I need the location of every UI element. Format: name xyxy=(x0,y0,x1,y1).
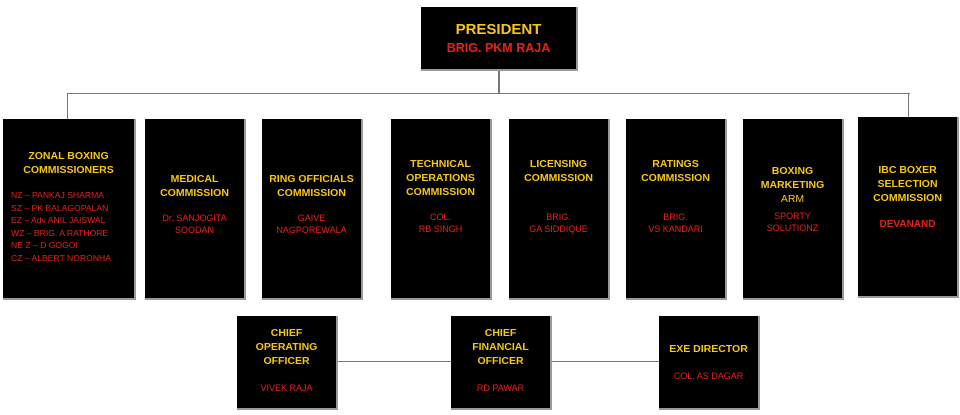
officer-title: OPERATING xyxy=(255,341,318,353)
officer-chief-financial[interactable]: CHIEF FINANCIAL OFFICER RD PAWAR xyxy=(451,316,552,410)
commission-head: SOLUTIONZ xyxy=(766,223,819,233)
bus-drop-left xyxy=(67,93,68,119)
commission-title: MARKETING xyxy=(760,179,825,191)
officer-name: COL. AS DAGAR xyxy=(673,371,744,381)
commission-head: BRIG. xyxy=(546,212,571,222)
commission-title: TECHNICAL xyxy=(410,158,471,170)
officer-title: OFFICER xyxy=(477,355,524,367)
commission-ibc-boxer-selection[interactable]: IBC BOXER SELECTION COMMISSION DEVANAND xyxy=(858,117,959,298)
officer-title: OFFICER xyxy=(263,355,310,367)
commission-title: COMMISSION xyxy=(160,187,229,199)
officer-exe-director[interactable]: EXE DIRECTOR COL. AS DAGAR xyxy=(659,316,760,410)
president-connector xyxy=(498,71,500,93)
commission-title: RATINGS xyxy=(652,158,699,170)
zonal-commissioner: WZ – BRIG. A RATHORE xyxy=(11,227,109,238)
commission-head: NAGPOREWALA xyxy=(276,225,347,235)
officer-name: VIVEK RAJA xyxy=(260,383,313,393)
zonal-commissioner: NZ – PANKAJ SHARMA xyxy=(11,190,104,200)
commission-title: LICENSING xyxy=(529,158,588,170)
zonal-commissioner: NE Z – D GOGOI xyxy=(11,240,78,250)
commission-title: COMMISSION xyxy=(406,186,475,198)
commission-ring-officials[interactable]: RING OFFICIALS COMMISSION GAIVE NAGPOREW… xyxy=(262,119,363,300)
commission-head: SPORTY xyxy=(774,211,811,221)
officer-title: CHIEF xyxy=(270,327,303,339)
commission-title: SELECTION xyxy=(877,178,938,190)
commission-ratings[interactable]: RATINGS COMMISSION BRIG. VS KANDARI xyxy=(626,119,727,300)
commission-licensing[interactable]: LICENSING COMMISSION BRIG. GA SIDDIQUE xyxy=(509,119,610,300)
commission-technical-operations[interactable]: TECHNICAL OPERATIONS COMMISSION COL. RB … xyxy=(391,119,492,300)
officer-chief-operating[interactable]: CHIEF OPERATING OFFICER VIVEK RAJA xyxy=(237,316,338,410)
officer-title: FINANCIAL xyxy=(472,341,529,353)
commission-head: RB SINGH xyxy=(418,224,463,234)
commission-medical[interactable]: MEDICAL COMMISSION Dr. SANJOGITA SOODAN xyxy=(145,119,246,300)
zonal-commissioners-list: NZ – PANKAJ SHARMA SZ – PK BALAGOPALAN E… xyxy=(7,189,111,264)
officer-title: EXE DIRECTOR xyxy=(669,343,748,355)
commission-head: GA SIDDIQUE xyxy=(529,224,588,234)
commission-title: RING OFFICIALS xyxy=(269,173,354,185)
commission-title: COMMISSION xyxy=(524,172,593,184)
zonal-commissioner: SZ – PK BALAGOPALAN xyxy=(11,202,109,213)
commission-head: BRIG. xyxy=(663,212,688,222)
commission-title: ZONAL BOXING xyxy=(28,150,109,162)
commission-head: DEVANAND xyxy=(879,219,936,230)
zonal-commissioner: EZ – Adv ANIL JAISWAL xyxy=(11,215,106,225)
officer-name: RD PAWAR xyxy=(476,383,525,393)
president-name: BRIG. PKM RAJA xyxy=(446,41,551,55)
bus-drop-right xyxy=(908,93,909,117)
commission-title: OPERATIONS xyxy=(406,172,475,184)
commission-head: VS KANDARI xyxy=(648,224,703,234)
commission-subtitle: ARM xyxy=(780,193,805,205)
commission-zonal-boxing[interactable]: ZONAL BOXING COMMISSIONERS NZ – PANKAJ S… xyxy=(3,119,136,300)
commission-title: COMMISSION xyxy=(277,187,346,199)
commission-head: SOODAN xyxy=(174,225,214,235)
commission-title: COMMISSION xyxy=(873,192,942,204)
commission-boxing-marketing[interactable]: BOXING MARKETING ARM SPORTY SOLUTIONZ xyxy=(743,119,844,300)
commission-title: MEDICAL xyxy=(170,173,219,185)
commission-title: COMMISSIONERS xyxy=(23,164,114,176)
commission-head: GAIVE xyxy=(297,213,326,223)
president-title: PRESIDENT xyxy=(455,21,542,38)
zonal-commissioner: CZ – ALBERT NORONHA xyxy=(11,252,111,263)
commission-title: COMMISSION xyxy=(641,172,710,184)
commission-head: Dr. SANJOGITA xyxy=(162,213,227,223)
commission-head: COL. xyxy=(429,212,451,222)
officer-title: CHIEF xyxy=(484,327,517,339)
president-box[interactable]: PRESIDENT BRIG. PKM RAJA xyxy=(421,7,578,71)
commission-title: BOXING xyxy=(771,165,814,177)
commission-title: IBC BOXER xyxy=(878,164,937,176)
commission-bus xyxy=(67,93,910,94)
